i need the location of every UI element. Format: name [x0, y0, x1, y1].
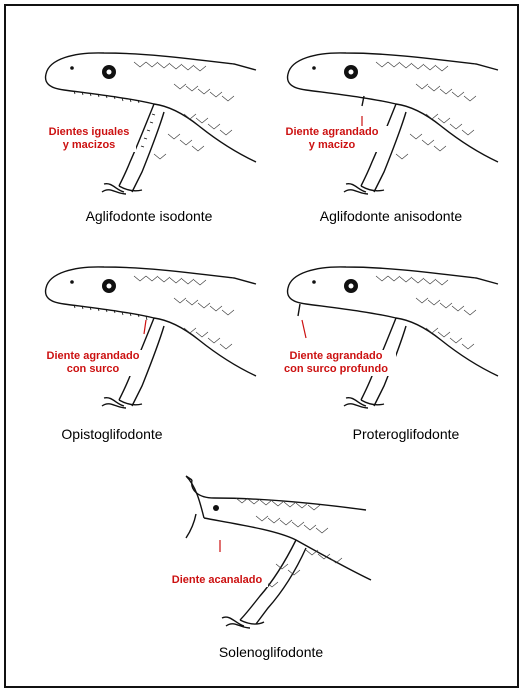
dentition-type-label: Aglifodonte anisodonte	[276, 208, 506, 224]
tooth-label: Diente agrandado con surco	[42, 350, 144, 376]
dentition-type-label: Opistoglifodonte	[22, 426, 202, 442]
tooth-label: Diente acanalado	[166, 574, 268, 587]
panel-aglifodonte-anisodonte: Diente agrandado y macizo Aglifodonte an…	[276, 44, 506, 234]
tooth-label: Diente agrandado y macizo	[276, 126, 388, 152]
tooth-label: Diente agrandado con surco profundo	[276, 350, 396, 376]
panel-solenoglifodonte: Diente acanalado Solenoglifodonte	[156, 468, 386, 668]
dentition-type-label: Proteroglifodonte	[316, 426, 496, 442]
panel-proteroglifodonte: Diente agrandado con surco profundo Prot…	[276, 258, 506, 448]
snake-head-illustration	[156, 468, 386, 628]
snake-head-illustration	[34, 44, 264, 194]
panel-aglifodonte-isodonte: Dientes iguales y macizos Aglifodonte is…	[34, 44, 264, 234]
dentition-type-label: Aglifodonte isodonte	[34, 208, 264, 224]
snake-head-illustration	[276, 44, 506, 194]
panel-opistoglifodonte: Diente agrandado con surco Opistoglifodo…	[34, 258, 264, 448]
tooth-label: Dientes iguales y macizos	[42, 126, 136, 152]
dentition-type-label: Solenoglifodonte	[156, 644, 386, 660]
figure-frame: Dientes iguales y macizos Aglifodonte is…	[4, 4, 519, 688]
snake-head-illustration	[276, 258, 506, 408]
snake-head-illustration	[34, 258, 264, 408]
